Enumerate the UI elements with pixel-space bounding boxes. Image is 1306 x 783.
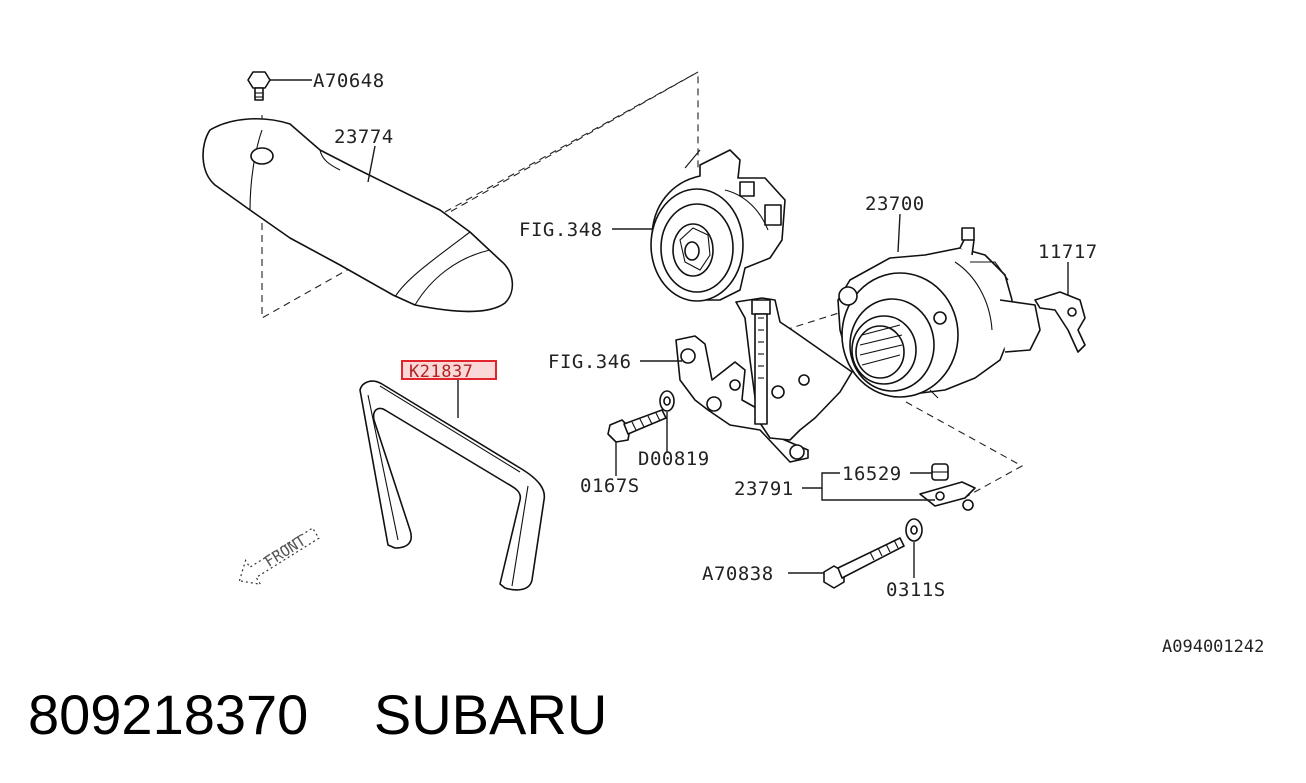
brand-name: SUBARU <box>373 683 608 746</box>
power-steering-pump[interactable] <box>650 149 786 302</box>
label-0311s: 0311S <box>886 579 946 601</box>
bolt-0167s[interactable] <box>607 409 667 443</box>
label-23791: 23791 <box>734 478 794 500</box>
footer: 809218370 SUBARU <box>28 682 607 747</box>
cover-23774[interactable] <box>202 117 514 313</box>
label-11717: 11717 <box>1038 241 1098 263</box>
front-arrow-icon: FRONT <box>238 527 320 586</box>
bracket-11717[interactable] <box>1034 291 1086 353</box>
leader-lines <box>270 79 1069 578</box>
label-fig348[interactable]: FIG.348 <box>519 219 603 241</box>
label-fig346[interactable]: FIG.346 <box>548 351 632 373</box>
plate-23791[interactable] <box>919 481 976 511</box>
label-a70838: A70838 <box>702 563 774 585</box>
label-23700: 23700 <box>865 193 925 215</box>
label-a70648: A70648 <box>313 70 385 92</box>
bolt-a70838[interactable] <box>823 537 905 589</box>
bolt-a70648[interactable] <box>247 71 271 101</box>
label-0167s: 0167S <box>580 475 640 497</box>
front-label: FRONT <box>261 531 309 570</box>
callout-labels: A70648 23774 FIG.348 23700 11717 K21837 … <box>313 70 1264 657</box>
washer-d00819[interactable] <box>659 390 675 412</box>
washer-0311s[interactable] <box>905 518 923 542</box>
bracket-fig346[interactable] <box>675 297 853 463</box>
highlight-box-k21837 <box>401 360 497 380</box>
part-number: 809218370 <box>28 683 309 746</box>
grommet-16529[interactable] <box>931 463 949 481</box>
label-16529: 16529 <box>842 463 902 485</box>
label-k21837[interactable]: K21837 <box>409 362 473 382</box>
label-d00819: D00819 <box>638 448 710 470</box>
label-23774: 23774 <box>334 126 394 148</box>
diagram-code: A094001242 <box>1162 637 1264 657</box>
v-belt-k21837[interactable] <box>359 380 546 591</box>
alternator-23700[interactable] <box>837 227 1041 399</box>
